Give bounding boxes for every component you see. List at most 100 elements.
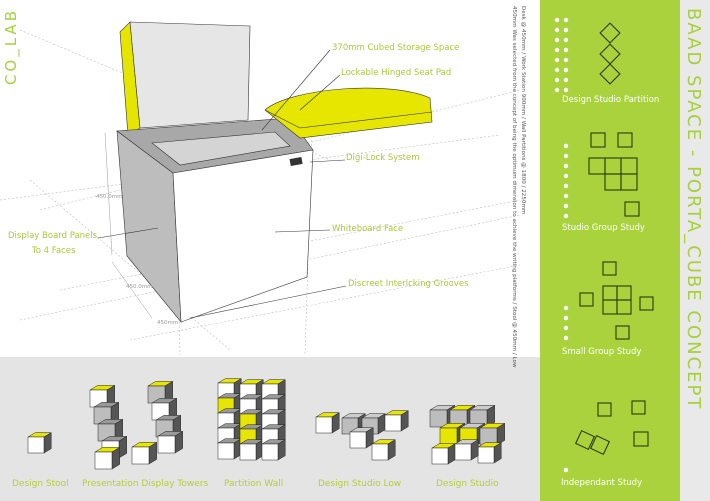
dot-icon — [563, 193, 569, 199]
config-label-studio: Design Studio — [436, 479, 499, 489]
config-label-partition: Partition Wall — [224, 479, 284, 489]
module-cube — [477, 442, 503, 464]
cube-plan-icon — [631, 400, 646, 415]
module-cube — [239, 394, 265, 416]
digi-lock-icon — [289, 157, 303, 166]
dot-icon — [563, 325, 569, 331]
dot-icon — [563, 27, 569, 33]
seat-pad — [264, 87, 433, 139]
dot-icon — [554, 47, 560, 53]
configuration-cubes — [27, 378, 506, 470]
dot-icon — [563, 77, 569, 83]
layout-diagrams — [554, 17, 654, 473]
module-cube — [315, 412, 341, 434]
dot-icon — [563, 87, 569, 93]
dot-icon — [563, 335, 569, 341]
dot-icon — [563, 183, 569, 189]
callout-display-1: Display Board Panels — [8, 231, 98, 241]
dimension-depth: 450.0mm — [126, 284, 153, 290]
config-label-towers: Presentation Display Towers — [82, 479, 209, 489]
module-cube — [469, 404, 496, 428]
cube-front — [217, 442, 235, 460]
module-cube — [217, 438, 243, 460]
dot-icon — [563, 37, 569, 43]
cube-plan-icon — [620, 173, 638, 191]
cube-plan-icon — [617, 132, 633, 148]
cube-plan-icon — [599, 22, 621, 44]
leader-lines — [97, 49, 347, 319]
callout-storage: 370mm Cubed Storage Space — [332, 43, 460, 53]
module-cube — [27, 432, 53, 454]
seat-pad-edge — [264, 109, 433, 129]
config-label-stool: Design Stool — [12, 479, 69, 489]
cube-plan-icon — [604, 157, 622, 175]
lid-panel — [129, 21, 251, 129]
layout-label-partition: Design Studio Partition — [562, 95, 660, 105]
cube-plan-icon — [604, 173, 622, 191]
cube-plan-icon — [615, 325, 630, 340]
module-cube — [349, 427, 375, 449]
poster-title: BAAD SPACE - PORTA_CUBE CONCEPT — [683, 8, 704, 411]
dot-icon — [554, 27, 560, 33]
dot-icon — [563, 173, 569, 179]
cube-front — [429, 409, 448, 428]
dot-icon — [563, 163, 569, 169]
config-label-studio-low: Design Studio Low — [318, 479, 402, 489]
dot-icon — [563, 203, 569, 209]
colab-logo: CO_LAB — [2, 8, 20, 86]
module-cube — [384, 410, 410, 432]
cube-plan-icon — [624, 201, 640, 217]
dimension-height: 450.0mm — [96, 194, 123, 200]
cube-plan-icon — [589, 434, 611, 456]
cube-plan-icon — [597, 402, 612, 417]
cube-front — [261, 443, 279, 461]
cube-front — [27, 436, 45, 454]
dot-icon — [554, 37, 560, 43]
dimension-note-1: 450mm Was selected from the concept of b… — [511, 6, 517, 368]
dot-icon — [554, 57, 560, 63]
module-cube — [479, 422, 506, 446]
callout-display-2: To 4 Faces — [32, 246, 76, 256]
cube-plan-icon — [602, 285, 618, 301]
cube-front — [439, 427, 458, 446]
cube-front — [431, 447, 449, 465]
dot-icon — [554, 87, 560, 93]
layout-label-group: Studio Group Study — [562, 223, 645, 233]
cube-front — [477, 446, 495, 464]
dimension-lines — [104, 132, 153, 319]
cube-front — [454, 443, 472, 461]
cube-front — [131, 446, 150, 465]
cube-plan-icon — [616, 285, 632, 301]
dot-icon — [563, 47, 569, 53]
cube-plan-icon — [599, 63, 621, 85]
dot-icon — [554, 77, 560, 83]
dot-icon — [554, 67, 560, 73]
module-cube — [371, 439, 397, 461]
cube-plan-icon — [620, 157, 638, 175]
dot-icon — [563, 213, 569, 219]
cube-plan-icon — [574, 429, 596, 451]
dot-icon — [563, 153, 569, 159]
module-cube — [239, 439, 265, 461]
module-cube — [131, 441, 158, 465]
module-cube — [94, 446, 121, 470]
cube-plan-icon — [602, 261, 617, 276]
cube-plan-icon — [588, 157, 606, 175]
cube-plan-icon — [602, 299, 618, 315]
cube-front — [239, 443, 257, 461]
module-cube — [261, 439, 287, 461]
cube-plan-icon — [633, 431, 649, 447]
callout-seat-pad: Lockable Hinged Seat Pad — [341, 68, 452, 78]
dot-icon — [563, 57, 569, 63]
dimension-width: 450mm — [157, 320, 179, 326]
cube-plan-icon — [616, 299, 632, 315]
callout-lock: Digi-Lock System — [346, 153, 420, 163]
module-cube — [157, 430, 184, 454]
whiteboard-face — [172, 149, 314, 323]
cube-front — [315, 416, 333, 434]
cube-plan-icon — [590, 132, 606, 148]
module-cube — [454, 439, 480, 461]
cube-front — [349, 431, 367, 449]
cube-front — [94, 451, 113, 470]
